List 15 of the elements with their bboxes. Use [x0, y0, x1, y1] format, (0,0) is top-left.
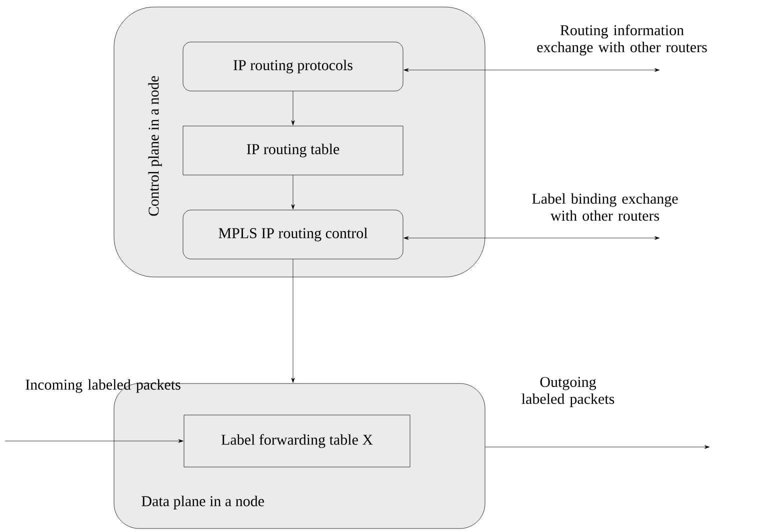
arrow — [291, 259, 295, 383]
process-box: IP routing table — [182, 126, 404, 176]
edge-label: Incoming labeled packets — [26, 379, 180, 393]
process-box: MPLS IP routing control — [182, 210, 404, 260]
edge-label: Outgoing labeled packets — [522, 376, 614, 408]
edge-label: Routing information exchange with other routers — [537, 24, 707, 56]
table-box: Label forwarding table X — [184, 414, 410, 468]
arrow — [291, 175, 295, 210]
process-box: IP routing protocols — [182, 42, 404, 92]
arrow — [404, 236, 660, 240]
edge-label: Label binding exchange with other routers — [532, 193, 678, 221]
arrow — [4, 439, 184, 443]
arrow — [291, 91, 295, 126]
arrow — [485, 445, 710, 449]
arrow — [404, 68, 660, 72]
